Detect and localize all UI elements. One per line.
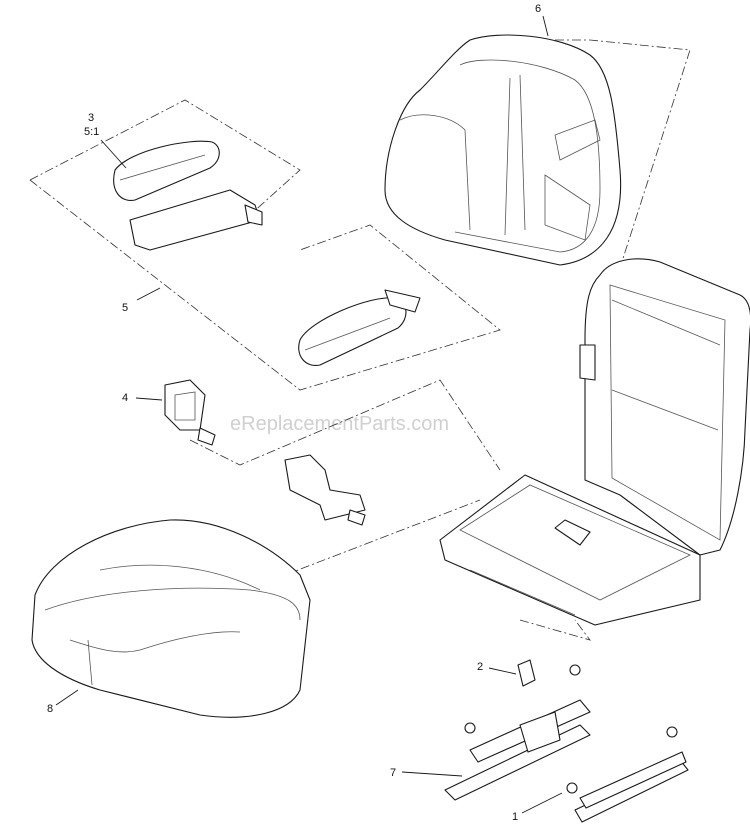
callout-5: 5 bbox=[122, 302, 128, 314]
leader-8 bbox=[55, 689, 79, 706]
callout-3: 3 bbox=[88, 112, 94, 124]
leader-5 bbox=[136, 287, 161, 301]
leader-7 bbox=[401, 771, 463, 777]
leader-1 bbox=[521, 792, 563, 814]
seat-slide-left[interactable] bbox=[444, 664, 591, 801]
seat-buckle[interactable] bbox=[284, 454, 366, 526]
callout-labels: 6 3 5:1 5 4 8 2 7 1 bbox=[47, 3, 541, 823]
callout-7: 7 bbox=[390, 767, 396, 779]
stop-alignment-line bbox=[519, 619, 592, 641]
seat-frame[interactable] bbox=[439, 258, 750, 626]
cushion-alignment-line bbox=[284, 499, 481, 576]
mounting-washer bbox=[464, 722, 476, 734]
leader-lines bbox=[55, 15, 563, 814]
callout-2: 2 bbox=[477, 661, 483, 673]
seat-back-cushion[interactable] bbox=[384, 34, 622, 266]
seat-slide-right[interactable] bbox=[566, 726, 689, 823]
armrest-group-boundary-lower bbox=[29, 179, 501, 391]
leader-6 bbox=[542, 15, 549, 37]
armrest-group-boundary bbox=[29, 99, 301, 216]
callout-1: 1 bbox=[512, 811, 518, 823]
callout-8: 8 bbox=[47, 703, 53, 715]
callout-4: 4 bbox=[122, 392, 128, 404]
armrest-pad-lower[interactable] bbox=[298, 289, 421, 366]
mounting-washer bbox=[569, 664, 581, 676]
belt-switch-alignment-line bbox=[189, 379, 501, 471]
callout-3-qty: 5:1 bbox=[84, 126, 99, 138]
armrest-pad-upper[interactable] bbox=[113, 140, 263, 251]
seat-belt-switch[interactable] bbox=[164, 379, 216, 446]
callout-6: 6 bbox=[535, 3, 541, 15]
mounting-washer bbox=[566, 782, 578, 794]
mounting-washer bbox=[666, 726, 678, 738]
leader-2 bbox=[488, 667, 517, 675]
seat-bottom-cushion[interactable] bbox=[31, 519, 311, 718]
leader-4 bbox=[135, 397, 163, 401]
watermark-text: eReplacementParts.com bbox=[230, 413, 449, 435]
leader-3 bbox=[100, 139, 127, 169]
seat-stop[interactable] bbox=[517, 659, 536, 687]
